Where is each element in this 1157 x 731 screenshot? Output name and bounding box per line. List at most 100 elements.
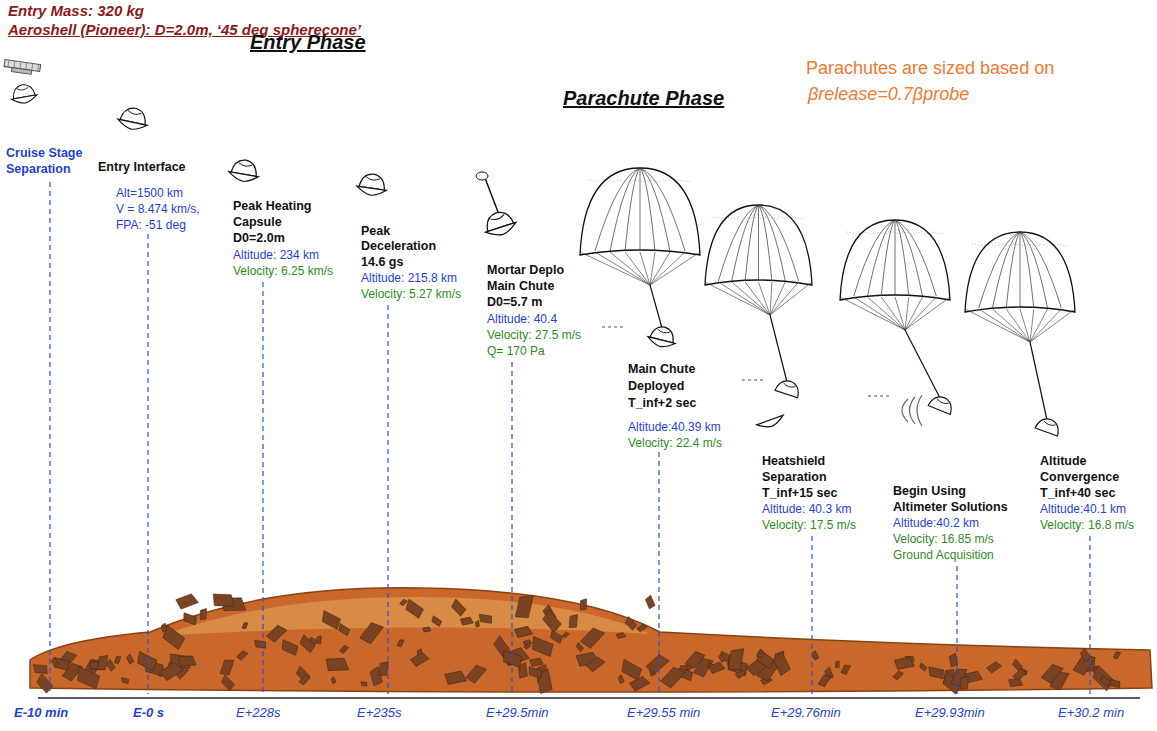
drawing-stroke bbox=[718, 205, 758, 281]
rock bbox=[569, 614, 577, 628]
drawing-stroke bbox=[874, 232, 888, 234]
rock bbox=[718, 653, 726, 662]
annotation-label: Entry Interface bbox=[98, 160, 186, 175]
rock bbox=[818, 673, 830, 687]
rock bbox=[685, 649, 705, 670]
drawing-stroke bbox=[745, 205, 758, 281]
annotation-label: Altitude:40.1 km bbox=[1040, 502, 1126, 516]
rock bbox=[161, 623, 168, 632]
drawing-stroke bbox=[1030, 342, 1047, 420]
drawing-stroke bbox=[745, 282, 770, 315]
rock bbox=[121, 678, 129, 684]
annotation-label: E-0 s bbox=[133, 705, 164, 721]
drawing-stroke bbox=[965, 232, 1075, 312]
drawing-stroke bbox=[847, 232, 861, 234]
cruise-stage bbox=[3, 60, 40, 76]
drawing-stroke bbox=[1020, 232, 1061, 308]
drawing-stroke bbox=[928, 393, 955, 414]
drawing-stroke bbox=[770, 282, 812, 315]
drawing-stroke bbox=[678, 180, 693, 182]
rock bbox=[549, 631, 564, 644]
annotation-label: Entry Mass: 320 kg bbox=[8, 2, 144, 20]
main-parachute bbox=[705, 205, 812, 382]
rock bbox=[397, 639, 404, 647]
drawing-stroke bbox=[854, 220, 895, 296]
rock bbox=[527, 667, 543, 679]
drawing-stroke bbox=[650, 252, 700, 285]
drawing-stroke bbox=[732, 282, 770, 315]
rock bbox=[134, 651, 158, 670]
drawing-stroke bbox=[128, 111, 142, 116]
rock bbox=[179, 655, 197, 667]
drawing-stroke bbox=[868, 220, 896, 296]
drawing-stroke bbox=[640, 168, 641, 251]
rock bbox=[735, 669, 746, 679]
annotation-label: V = 8.474 km/s, bbox=[116, 202, 200, 216]
drawing-stroke bbox=[603, 180, 618, 182]
rock bbox=[835, 661, 839, 668]
rock bbox=[280, 640, 300, 656]
rock bbox=[114, 655, 121, 664]
annotation-label: Altitude:40.39 km bbox=[628, 420, 721, 434]
timeline-marker bbox=[262, 282, 263, 694]
terrain-ground bbox=[30, 588, 1152, 692]
rock bbox=[317, 636, 322, 644]
drawing-stroke bbox=[999, 244, 1013, 246]
drawing-stroke bbox=[759, 205, 786, 281]
rock bbox=[624, 617, 638, 631]
drawing-stroke bbox=[905, 330, 940, 398]
rock bbox=[1011, 659, 1023, 671]
drawing-stroke bbox=[929, 232, 943, 234]
motion-mark bbox=[602, 327, 626, 328]
drawing-stroke bbox=[650, 252, 685, 285]
rock bbox=[661, 664, 686, 690]
annotation-label: βrelease=0.7βprobe bbox=[808, 84, 969, 106]
rock bbox=[530, 657, 543, 667]
drawing-stroke bbox=[640, 252, 650, 285]
rock bbox=[34, 674, 53, 693]
rock bbox=[771, 652, 792, 676]
rock bbox=[1109, 679, 1121, 687]
rock bbox=[445, 669, 467, 685]
drawing-stroke bbox=[1020, 309, 1030, 342]
entry-capsule bbox=[9, 83, 38, 106]
annotation-label: Separation bbox=[6, 162, 71, 177]
rock bbox=[360, 619, 384, 645]
rock bbox=[644, 595, 656, 609]
drawing-stroke bbox=[13, 61, 15, 68]
drawing-stroke bbox=[770, 315, 787, 382]
annotation-label: Altitude: 40.4 bbox=[487, 312, 557, 326]
rock bbox=[575, 643, 584, 652]
drawing-stroke bbox=[640, 168, 655, 251]
rock bbox=[1099, 676, 1111, 687]
rock bbox=[893, 670, 904, 681]
drawing-stroke bbox=[895, 297, 905, 330]
annotation-label: T_inf+2 sec bbox=[628, 396, 696, 411]
annotation-label: Velocity: 16.85 m/s bbox=[893, 532, 994, 546]
timeline-marker bbox=[511, 362, 512, 694]
rock bbox=[200, 609, 207, 620]
annotation-label: Ground Acquisition bbox=[893, 548, 994, 562]
annotation-label: Parachutes are sized based on bbox=[806, 58, 1054, 80]
annotation-label: E+29.93min bbox=[915, 705, 985, 721]
rock bbox=[326, 657, 349, 672]
drawing-stroke bbox=[840, 220, 950, 300]
drawing-stroke bbox=[881, 220, 895, 296]
drawing-stroke bbox=[610, 252, 650, 285]
rock bbox=[220, 658, 234, 676]
rock bbox=[637, 623, 647, 633]
drawing-stroke bbox=[770, 282, 799, 315]
entry-capsule bbox=[928, 393, 955, 414]
drawing-stroke bbox=[895, 220, 936, 296]
rock bbox=[182, 613, 198, 625]
rock bbox=[423, 626, 431, 632]
annotation-label: Q= 170 Pa bbox=[487, 344, 545, 358]
drawing-stroke bbox=[646, 337, 675, 350]
rock bbox=[237, 649, 248, 661]
drawing-stroke bbox=[1006, 232, 1020, 308]
annotation-label: Altitude: 40.3 km bbox=[762, 502, 851, 516]
annotation-label: Heatshield bbox=[762, 454, 825, 469]
rock bbox=[580, 599, 587, 610]
entry-capsule bbox=[646, 324, 678, 350]
annotation-label: D0=5.7 m bbox=[487, 295, 542, 310]
